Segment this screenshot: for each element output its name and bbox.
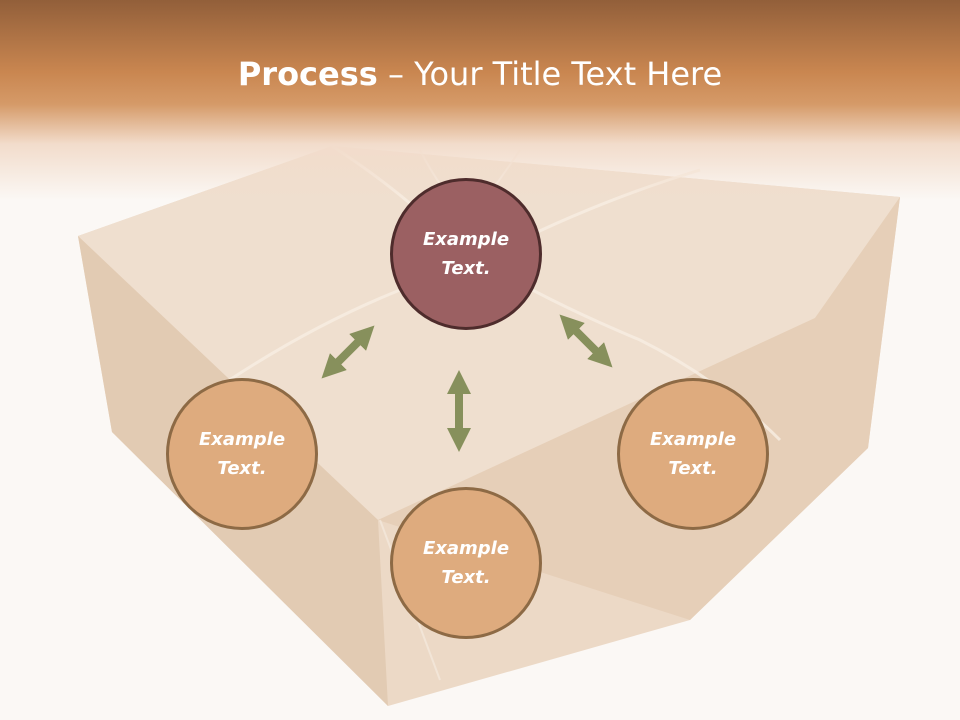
node-right: Example Text.: [617, 378, 769, 530]
node-bottom-text: Example Text.: [422, 538, 510, 588]
node-right-text: Example Text.: [649, 429, 737, 479]
slide-title: Process – Your Title Text Here: [0, 52, 960, 96]
node-center: Example Text.: [390, 178, 542, 330]
node-bottom: Example Text.: [390, 487, 542, 639]
node-left: Example Text.: [166, 378, 318, 530]
node-left-text: Example Text.: [198, 429, 286, 479]
double-headed-arrow-icon: [321, 325, 375, 379]
node-center-text: Example Text.: [422, 229, 510, 279]
title-rest: – Your Title Text Here: [377, 55, 723, 93]
title-bold: Process: [237, 55, 378, 93]
header-band: [0, 0, 960, 200]
double-headed-arrow-icon: [559, 314, 613, 368]
